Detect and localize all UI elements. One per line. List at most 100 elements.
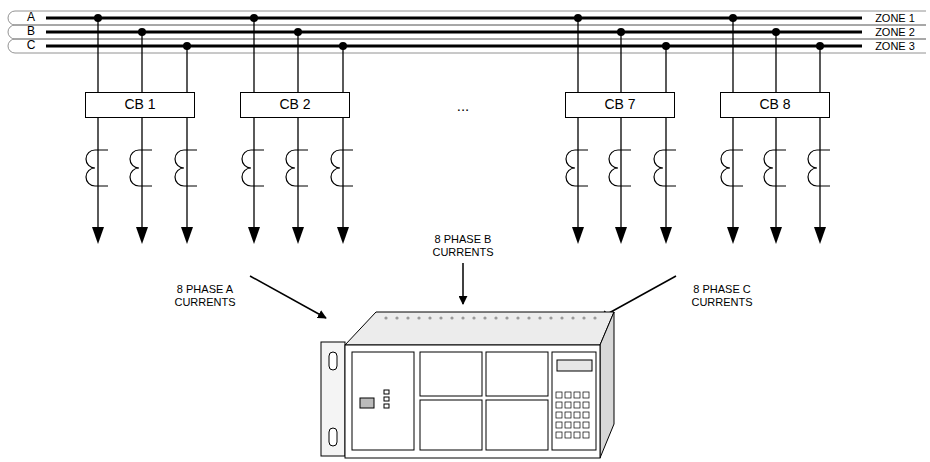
feeder-arrowhead: [770, 227, 782, 244]
relay-keypad: [556, 392, 589, 438]
feeder-arrowhead: [292, 227, 304, 244]
junction-dot: [617, 28, 625, 36]
terminal-screw: [461, 316, 464, 319]
feeder-wire: [342, 118, 343, 228]
keypad-key: [556, 412, 562, 418]
current-transformer: [130, 150, 152, 186]
junction-dot: [772, 28, 780, 36]
keypad-key: [556, 402, 562, 408]
zone-label: ZONE 2: [875, 26, 915, 39]
feeder-wire: [577, 118, 578, 228]
bus-bars: [8, 11, 926, 53]
current-transformer: [86, 150, 108, 186]
keypad-key: [583, 422, 589, 428]
junction-dot: [138, 28, 146, 36]
current-transformer: [286, 150, 308, 186]
feeder-wire: [97, 118, 98, 228]
tap-wire: [297, 32, 298, 92]
terminal-screw: [538, 316, 541, 319]
breaker-label: CB 8: [759, 97, 790, 112]
relay-port: [360, 398, 374, 408]
terminal-screw: [527, 316, 530, 319]
junction-dot: [574, 14, 582, 22]
terminal-screw: [516, 316, 519, 319]
keypad-key: [565, 402, 571, 408]
current-transformer: [566, 150, 588, 186]
relay-device: [321, 312, 614, 458]
feeder-wire: [819, 118, 820, 228]
keypad-key: [556, 392, 562, 398]
relay-side: [600, 312, 614, 458]
tap-wire: [253, 18, 254, 92]
feeder-wire: [253, 118, 254, 228]
terminal-screw: [384, 316, 387, 319]
feeder-wire: [186, 118, 187, 228]
keypad-key: [565, 432, 571, 438]
tap-wire: [620, 32, 621, 92]
tap-wire: [97, 18, 98, 92]
junction-dot: [250, 14, 258, 22]
current-transformer: [331, 150, 353, 186]
feeder-wire: [665, 118, 666, 228]
feeder-arrowhead: [248, 227, 260, 244]
keypad-key: [583, 412, 589, 418]
zone-band: [8, 11, 926, 25]
terminal-screw: [505, 316, 508, 319]
relay-led: [384, 390, 389, 394]
feeder-arrowhead: [660, 227, 672, 244]
current-transformer: [175, 150, 197, 186]
relay-panel: [352, 352, 414, 450]
terminal-screw: [494, 316, 497, 319]
junction-dot: [662, 42, 670, 50]
terminal-screw: [560, 316, 563, 319]
bus-bar: [46, 45, 862, 48]
relay-slot: [329, 352, 337, 370]
terminal-screw: [483, 316, 486, 319]
feeder-wire: [297, 118, 298, 228]
feeder-arrowhead: [337, 227, 349, 244]
current-transformer: [654, 150, 676, 186]
relay-terminals: [384, 316, 596, 319]
current-transformer: [721, 150, 743, 186]
phase-letter: C: [27, 39, 36, 53]
current-transformer: [808, 150, 830, 186]
relay-led: [384, 397, 389, 401]
terminal-screw: [549, 316, 552, 319]
terminal-screw: [582, 316, 585, 319]
keypad-key: [574, 392, 580, 398]
keypad-key: [565, 422, 571, 428]
keypad-key: [556, 432, 562, 438]
feeder-wire: [775, 118, 776, 228]
current-arrow: [462, 263, 464, 304]
zone-band: [8, 25, 926, 39]
tap-wire: [577, 18, 578, 92]
terminal-screw: [472, 316, 475, 319]
terminal-screw: [428, 316, 431, 319]
keypad-key: [556, 422, 562, 428]
feeder-wire: [732, 118, 733, 228]
phase-letter: A: [27, 11, 35, 25]
breaker-label: CB 7: [604, 97, 635, 112]
junction-dot: [339, 42, 347, 50]
feeder-wire: [620, 118, 621, 228]
tap-wire: [342, 46, 343, 92]
zone-label: ZONE 1: [875, 12, 915, 25]
keypad-key: [574, 402, 580, 408]
terminal-screw: [406, 316, 409, 319]
current-transformer: [242, 150, 264, 186]
zone-label: ZONE 3: [875, 40, 915, 53]
terminal-screw: [571, 316, 574, 319]
breaker-box: CB 2: [240, 92, 350, 118]
keypad-key: [565, 412, 571, 418]
feeder-arrowhead: [814, 227, 826, 244]
relay-panel: [486, 352, 548, 396]
terminal-screw: [450, 316, 453, 319]
bus-bar: [46, 31, 862, 34]
phase-letter: B: [27, 25, 35, 39]
relay-panel: [420, 400, 482, 450]
relay-mounting-ear: [321, 342, 345, 456]
current-label: 8 PHASE C CURRENTS: [677, 283, 767, 308]
relay-led: [384, 404, 389, 408]
